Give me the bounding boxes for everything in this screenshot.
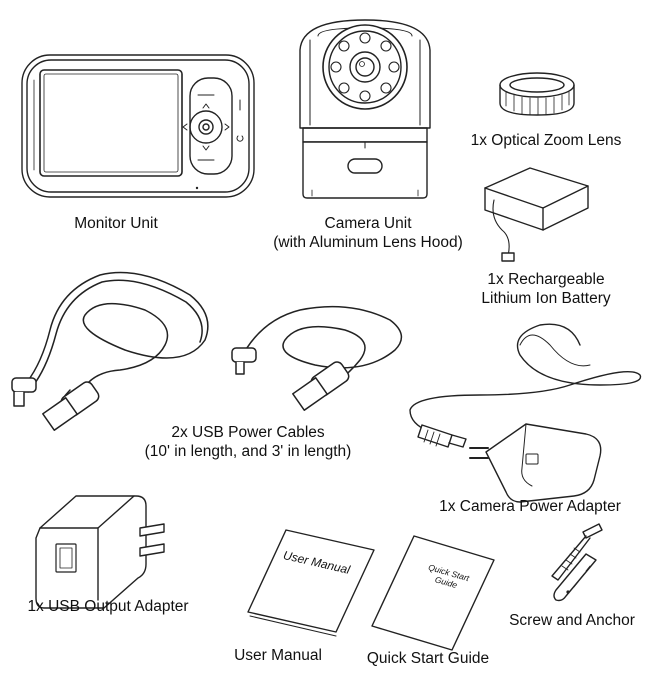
screw-and-anchor-label: Screw and Anchor bbox=[509, 612, 635, 629]
quick-start-guide-label: Quick Start Guide bbox=[366, 650, 490, 667]
battery-image bbox=[484, 167, 589, 262]
screw-and-anchor-image bbox=[551, 523, 603, 602]
user-manual-label: User Manual bbox=[234, 647, 322, 664]
battery-label: 1x Rechargeable Lithium Ion Battery bbox=[481, 271, 611, 307]
zoom-lens-image bbox=[499, 72, 575, 116]
monitor-unit-image bbox=[21, 54, 255, 198]
camera-unit-image bbox=[299, 19, 431, 199]
camera-unit-label: Camera Unit (with Aluminum Lens Hood) bbox=[273, 215, 463, 251]
camera-power-adapter-image bbox=[409, 323, 642, 503]
monitor-unit-label: Monitor Unit bbox=[74, 215, 158, 232]
quick-start-guide-image bbox=[371, 535, 495, 651]
zoom-lens-label: 1x Optical Zoom Lens bbox=[470, 132, 622, 149]
usb-cables-image bbox=[11, 271, 403, 431]
usb-cables-label: 2x USB Power Cables (10' in length, and … bbox=[144, 424, 352, 460]
usb-output-adapter-label: 1x USB Output Adapter bbox=[27, 598, 189, 615]
camera-power-adapter-label: 1x Camera Power Adapter bbox=[439, 498, 621, 515]
user-manual-image bbox=[247, 529, 375, 637]
usb-output-adapter-image bbox=[35, 495, 165, 609]
